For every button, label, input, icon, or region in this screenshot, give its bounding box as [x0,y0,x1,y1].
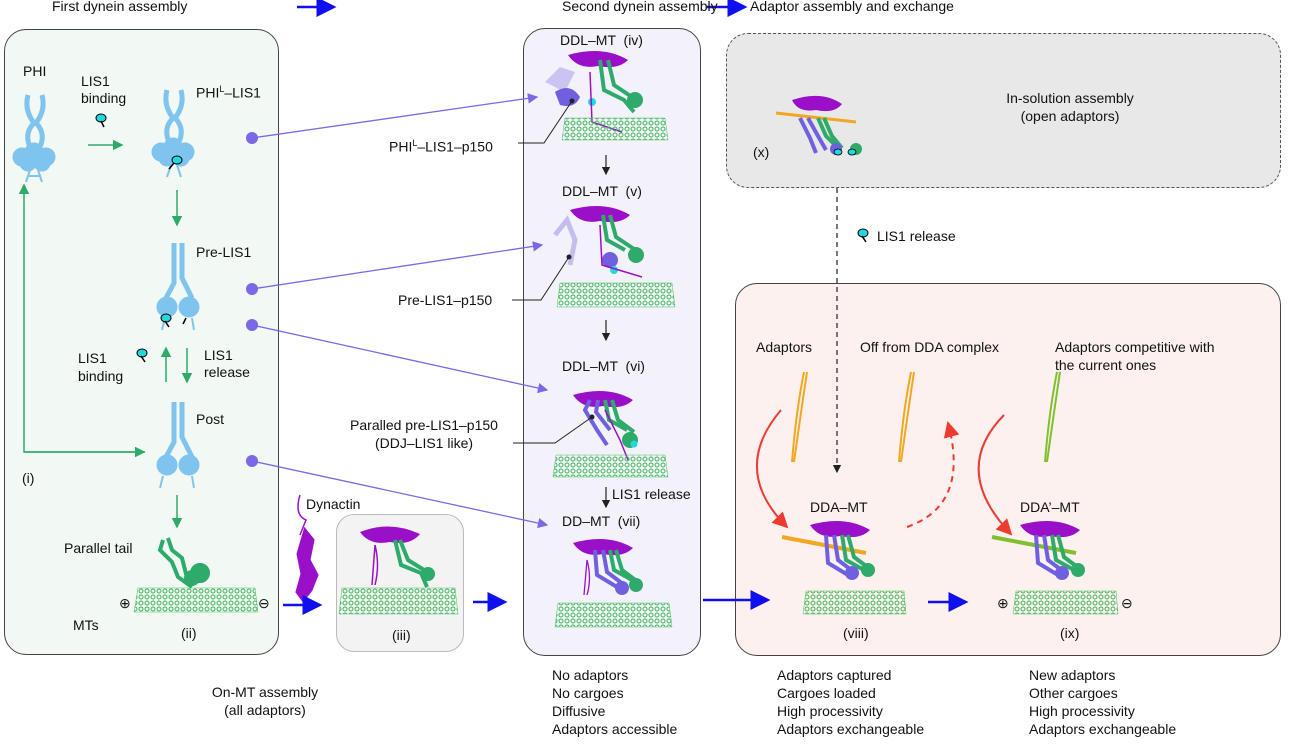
label-in-solution-1: In-solution assembly [1006,90,1134,106]
link-pre-to-vi [251,324,549,394]
lis1-icon [136,348,148,363]
ddl-mt-iv-glyph [545,51,669,141]
header-second-dynein-assembly: Second dynein assembly [562,0,718,14]
callout-paralled-pre-lis1-1: Paralled pre-LIS1–p150 [350,417,498,433]
label-dda-prime-mt: DDA’–MT [1020,499,1080,515]
caption-second-2: No cargoes [552,685,624,701]
label-competitive-2: the current ones [1055,357,1157,373]
post-dynein-glyph [156,402,200,489]
label-ddl-mt-v: DDL–MT (v) [562,183,642,199]
label-ddl-mt-iv: DDL–MT (iv) [560,32,643,48]
label-competitive-1: Adaptors competitive with [1055,339,1215,355]
label-phil-lis1: PHIL–LIS1 [196,84,261,101]
label-ii: (ii) [181,625,197,641]
label-lis1-binding-mid-2: binding [78,368,124,384]
plus-end-symbol: ⊕ [119,595,131,611]
phil-lis1-dynein-glyph [151,89,195,178]
ddl-mt-v-glyph [553,206,676,308]
phi-dynein-glyph [12,94,56,183]
adaptor-off-glyph [898,371,915,463]
callout-phil-lis1-p150: PHIL–LIS1–p150 [389,138,493,155]
label-off-from-dda: Off from DDA complex [860,339,1000,355]
caption-second-1: No adaptors [552,667,629,683]
label-x: (x) [753,144,770,160]
panel-first-dynein-assembly [4,29,279,655]
caption-on-mt-1: On-MT assembly [211,684,319,700]
caption-second-3: Diffusive [552,703,606,719]
dd-mt-vii-glyph [554,539,673,628]
callout-pre-lis1-p150: Pre-LIS1–p150 [398,292,493,308]
caption-second-4: Adaptors accessible [552,721,678,737]
lis1-icon [857,228,869,243]
label-pre-lis1: Pre-LIS1 [196,244,252,260]
caption-viii-1: Adaptors captured [777,667,892,683]
caption-viii-4: Adaptors exchangeable [777,721,925,737]
label-lis1-binding-top-1: LIS1 [81,73,110,89]
callout-line-iv [518,100,573,144]
link-pre-to-v [251,241,544,290]
plus-end-symbol-ix: ⊕ [997,595,1009,611]
lis1-icon [160,313,172,328]
header-adaptor-assembly-exchange: Adaptor assembly and exchange [750,0,954,14]
minus-end-symbol: ⊖ [258,595,270,611]
adaptor-free-1-glyph [791,371,808,463]
label-mts: MTs [73,617,99,633]
label-lis1-binding-mid-1: LIS1 [78,350,107,366]
caption-ix-2: Other cargoes [1029,685,1118,701]
dda-mt-viii-glyph [781,521,907,615]
label-i: (i) [22,470,35,486]
arrow-post-to-phi-loop [18,183,145,453]
label-lis1-release-second: LIS1 release [612,486,691,502]
microtubule-glyph [133,587,259,613]
panel-in-solution-assembly [726,33,1281,188]
label-dd-mt-vii: DD–MT (vii) [562,513,641,529]
callout-paralled-pre-lis1-2: (DDJ–LIS1 like) [374,435,474,451]
label-ix: (ix) [1060,625,1080,641]
link-phil-to-iv [251,93,539,139]
label-lis1-release-mid-1: LIS1 [204,347,233,363]
caption-ix-1: New adaptors [1029,667,1116,683]
caption-ix-3: High processivity [1029,703,1135,719]
arrow-adaptors-off [906,421,960,528]
lis1-icon [168,155,183,170]
minus-end-symbol-ix: ⊖ [1121,595,1133,611]
label-post: Post [196,411,225,427]
caption-ix-4: Adaptors exchangeable [1029,721,1177,737]
label-adaptors: Adaptors [756,339,813,355]
arrow-adaptors-capture [755,409,789,529]
arrow-adaptors-competitive [977,414,1013,536]
callout-line-v [512,256,570,301]
caption-viii-2: Cargoes loaded [777,685,876,701]
label-viii: (viii) [843,625,869,641]
pre-lis1-dynein-glyph [156,243,200,331]
lis1-icon [182,317,187,325]
on-mt-complex-glyph [338,526,459,615]
callout-line-vi [513,416,593,444]
label-ddl-mt-vi: DDL–MT (vi) [562,358,645,374]
header-first-dynein-assembly: First dynein assembly [52,0,188,14]
link-post-to-vii [251,460,549,529]
label-lis1-release-mid-2: release [204,364,250,380]
caption-viii-3: High processivity [777,703,883,719]
label-lis1-binding-top-2: binding [81,90,127,106]
ddl-mt-vi-glyph [552,391,669,478]
lis1-icon [95,113,107,128]
parallel-tail-dynein-glyph [157,537,210,589]
in-solution-complex-glyph [775,95,862,156]
label-iii: (iii) [392,627,411,643]
label-parallel-tail: Parallel tail [64,540,133,556]
label-lis1-release-solution: LIS1 release [877,228,956,244]
label-in-solution-2: (open adaptors) [1020,108,1120,124]
label-dda-mt: DDA–MT [810,499,868,515]
dda-prime-mt-ix-glyph [991,521,1119,615]
caption-on-mt-2: (all adaptors) [224,702,306,718]
label-phi: PHI [23,63,47,79]
adaptor-new-glyph [1044,371,1061,463]
label-dynactin: Dynactin [306,496,361,512]
